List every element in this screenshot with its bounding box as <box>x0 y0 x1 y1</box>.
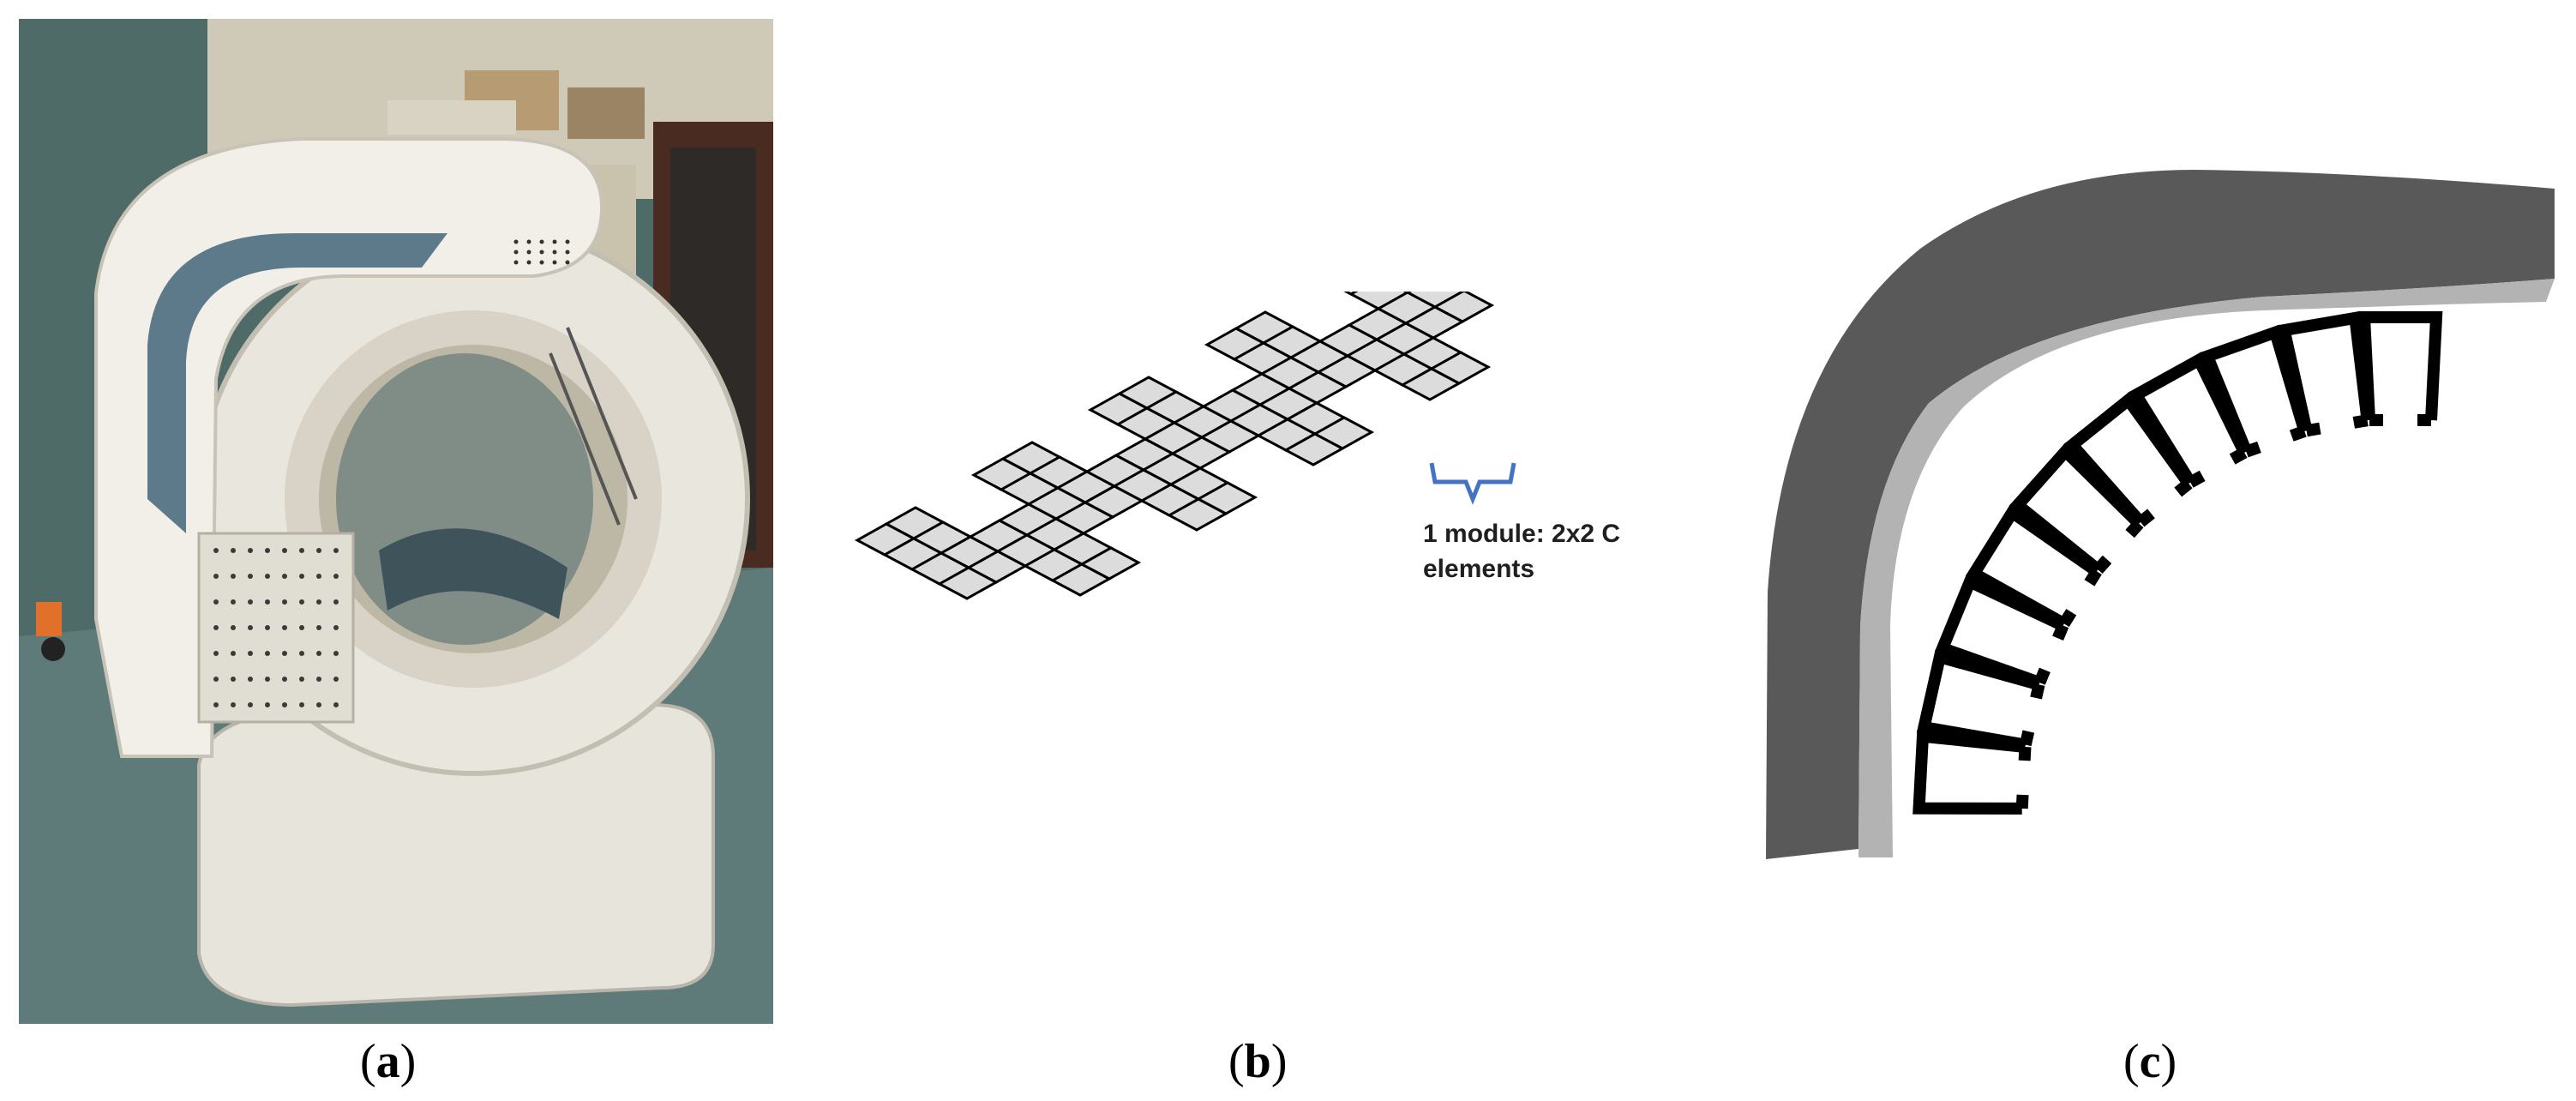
czt-element <box>1195 481 1258 515</box>
caption-b: (b) <box>1228 1035 1288 1088</box>
scanner-photo <box>19 19 773 1024</box>
czt-element <box>1078 546 1142 581</box>
detector-bracket <box>1912 730 2032 815</box>
module-annotation-line1: 1 module: 2x2 CZT <box>1423 520 1620 548</box>
caption-c: (c) <box>2123 1035 2177 1088</box>
czt-element <box>1312 416 1375 450</box>
module-brace <box>1429 462 1516 505</box>
detector-brackets <box>1912 310 2443 815</box>
detector-bracket <box>2127 352 2250 488</box>
ring-cross-section <box>1749 146 2572 883</box>
detector-bracket <box>1916 649 2045 751</box>
detector-bracket <box>1966 503 2102 629</box>
module-layout-diagram: 1 module: 2x2 CZT elements <box>854 211 1652 600</box>
detector-bracket <box>2357 311 2443 426</box>
detector-bracket <box>2199 324 2311 458</box>
outer-housing <box>1766 170 2555 859</box>
scanner-photo-illustration <box>19 19 773 1024</box>
detector-module-layout: 1 module: 2x2 CZT elements <box>849 211 1652 772</box>
detector-bracket <box>1934 573 2069 689</box>
czt-element <box>1428 351 1492 385</box>
czt-element <box>1432 289 1495 323</box>
module-grid <box>854 213 1498 600</box>
detector-bracket <box>2277 310 2374 437</box>
ring-section-diagram <box>1766 170 2555 859</box>
detector-bracket <box>2063 391 2194 527</box>
caption-a: (a) <box>360 1035 417 1088</box>
module-annotation-line2: elements <box>1423 555 1534 583</box>
detector-bracket <box>2009 442 2144 575</box>
